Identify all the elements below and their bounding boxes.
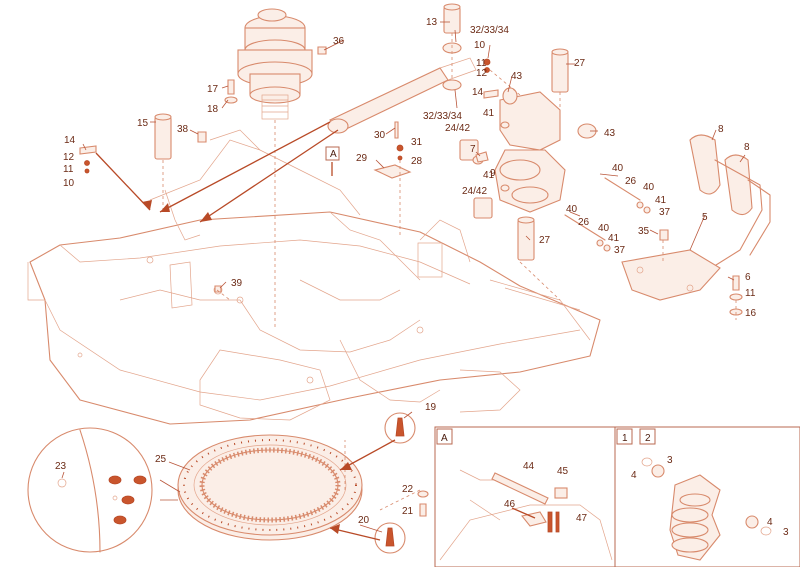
label-16: 16 [745,308,757,319]
label-29: 29 [356,153,368,164]
label-8-right: 8 [744,142,750,153]
label-47: 47 [576,513,588,524]
label-15: 15 [137,118,149,129]
view-a-tag: A [330,149,337,160]
label-11-right: 11 [745,288,756,299]
label-41-a: 41 [655,195,667,206]
slewing-ring [177,434,363,541]
label-41-mid: 41 [483,170,495,181]
label-21: 21 [402,506,414,517]
label-43-top: 43 [511,71,523,82]
label-41-b: 41 [608,233,620,244]
part-labels: 13 32/33/34 36 10 11 12 43 27 14 32/33/3… [55,17,789,538]
small-fasteners [79,46,743,316]
label-12-left: 12 [63,152,75,163]
label-20: 20 [358,515,370,526]
label-18: 18 [207,104,219,115]
panel-1-tag: 1 [622,433,628,444]
detail-magnifier [27,427,181,553]
label-13: 13 [426,17,438,28]
label-4-left: 4 [631,470,637,481]
label-4-right: 4 [767,517,773,528]
label-40-d: 40 [598,223,610,234]
label-26-b: 26 [578,217,590,228]
label-38: 38 [177,124,189,135]
swing-motor [237,8,313,330]
label-44: 44 [523,461,535,472]
label-3-right: 3 [783,527,789,538]
label-36: 36 [333,36,345,47]
label-10-left: 10 [63,178,75,189]
label-19: 19 [425,402,437,413]
label-leaders [61,21,746,533]
label-7: 7 [470,144,476,155]
label-3-left: 3 [667,455,673,466]
label-9: 9 [490,168,496,179]
label-5: 5 [702,212,708,223]
label-39: 39 [231,278,243,289]
label-27-top: 27 [574,58,586,69]
label-31: 31 [411,137,423,148]
panel-a-tag: A [441,433,448,444]
pin-27-top [551,48,569,130]
label-30: 30 [374,130,386,141]
label-14-left: 14 [64,135,76,146]
label-6: 6 [745,272,751,283]
label-11-top: 11 [476,58,487,69]
label-45: 45 [557,466,569,477]
label-43-right: 43 [604,128,616,139]
label-27-bottom: 27 [539,235,551,246]
label-14-top: 14 [472,87,484,98]
label-32-33-34-top: 32/33/34 [470,25,509,36]
label-11-left: 11 [63,164,74,175]
label-17: 17 [207,84,219,95]
label-40-b: 40 [643,182,655,193]
panel-2-tag: 2 [645,433,651,444]
label-10-top: 10 [474,40,486,51]
label-32-33-34-mid: 32/33/34 [423,111,462,122]
label-23: 23 [55,461,67,472]
boom-foot-bracket [494,87,597,213]
label-26-a: 26 [625,176,637,187]
pin-27-bottom [517,216,535,261]
bushings [459,139,493,219]
label-22: 22 [402,484,414,495]
label-40-c: 40 [566,204,578,215]
label-25: 25 [155,454,167,465]
label-24-42-bottom: 24/42 [462,186,487,197]
label-24-42-top: 24/42 [445,123,470,134]
grease-nipples [374,412,429,554]
detail-panel-a [434,426,616,567]
label-12-top: 12 [476,68,488,79]
mirror-assembly [564,134,771,301]
pin-13 [442,3,462,91]
label-37-b: 37 [614,245,626,256]
label-28: 28 [411,156,423,167]
label-35: 35 [638,226,650,237]
label-40-a: 40 [612,163,624,174]
label-37-a: 37 [659,207,671,218]
view-a-marker [325,146,340,161]
arrows [95,121,396,541]
label-41-top: 41 [483,108,495,119]
pin-15 [154,113,172,212]
label-8-left: 8 [718,124,724,135]
detail-panel-1-2 [614,426,800,567]
label-46: 46 [504,499,516,510]
